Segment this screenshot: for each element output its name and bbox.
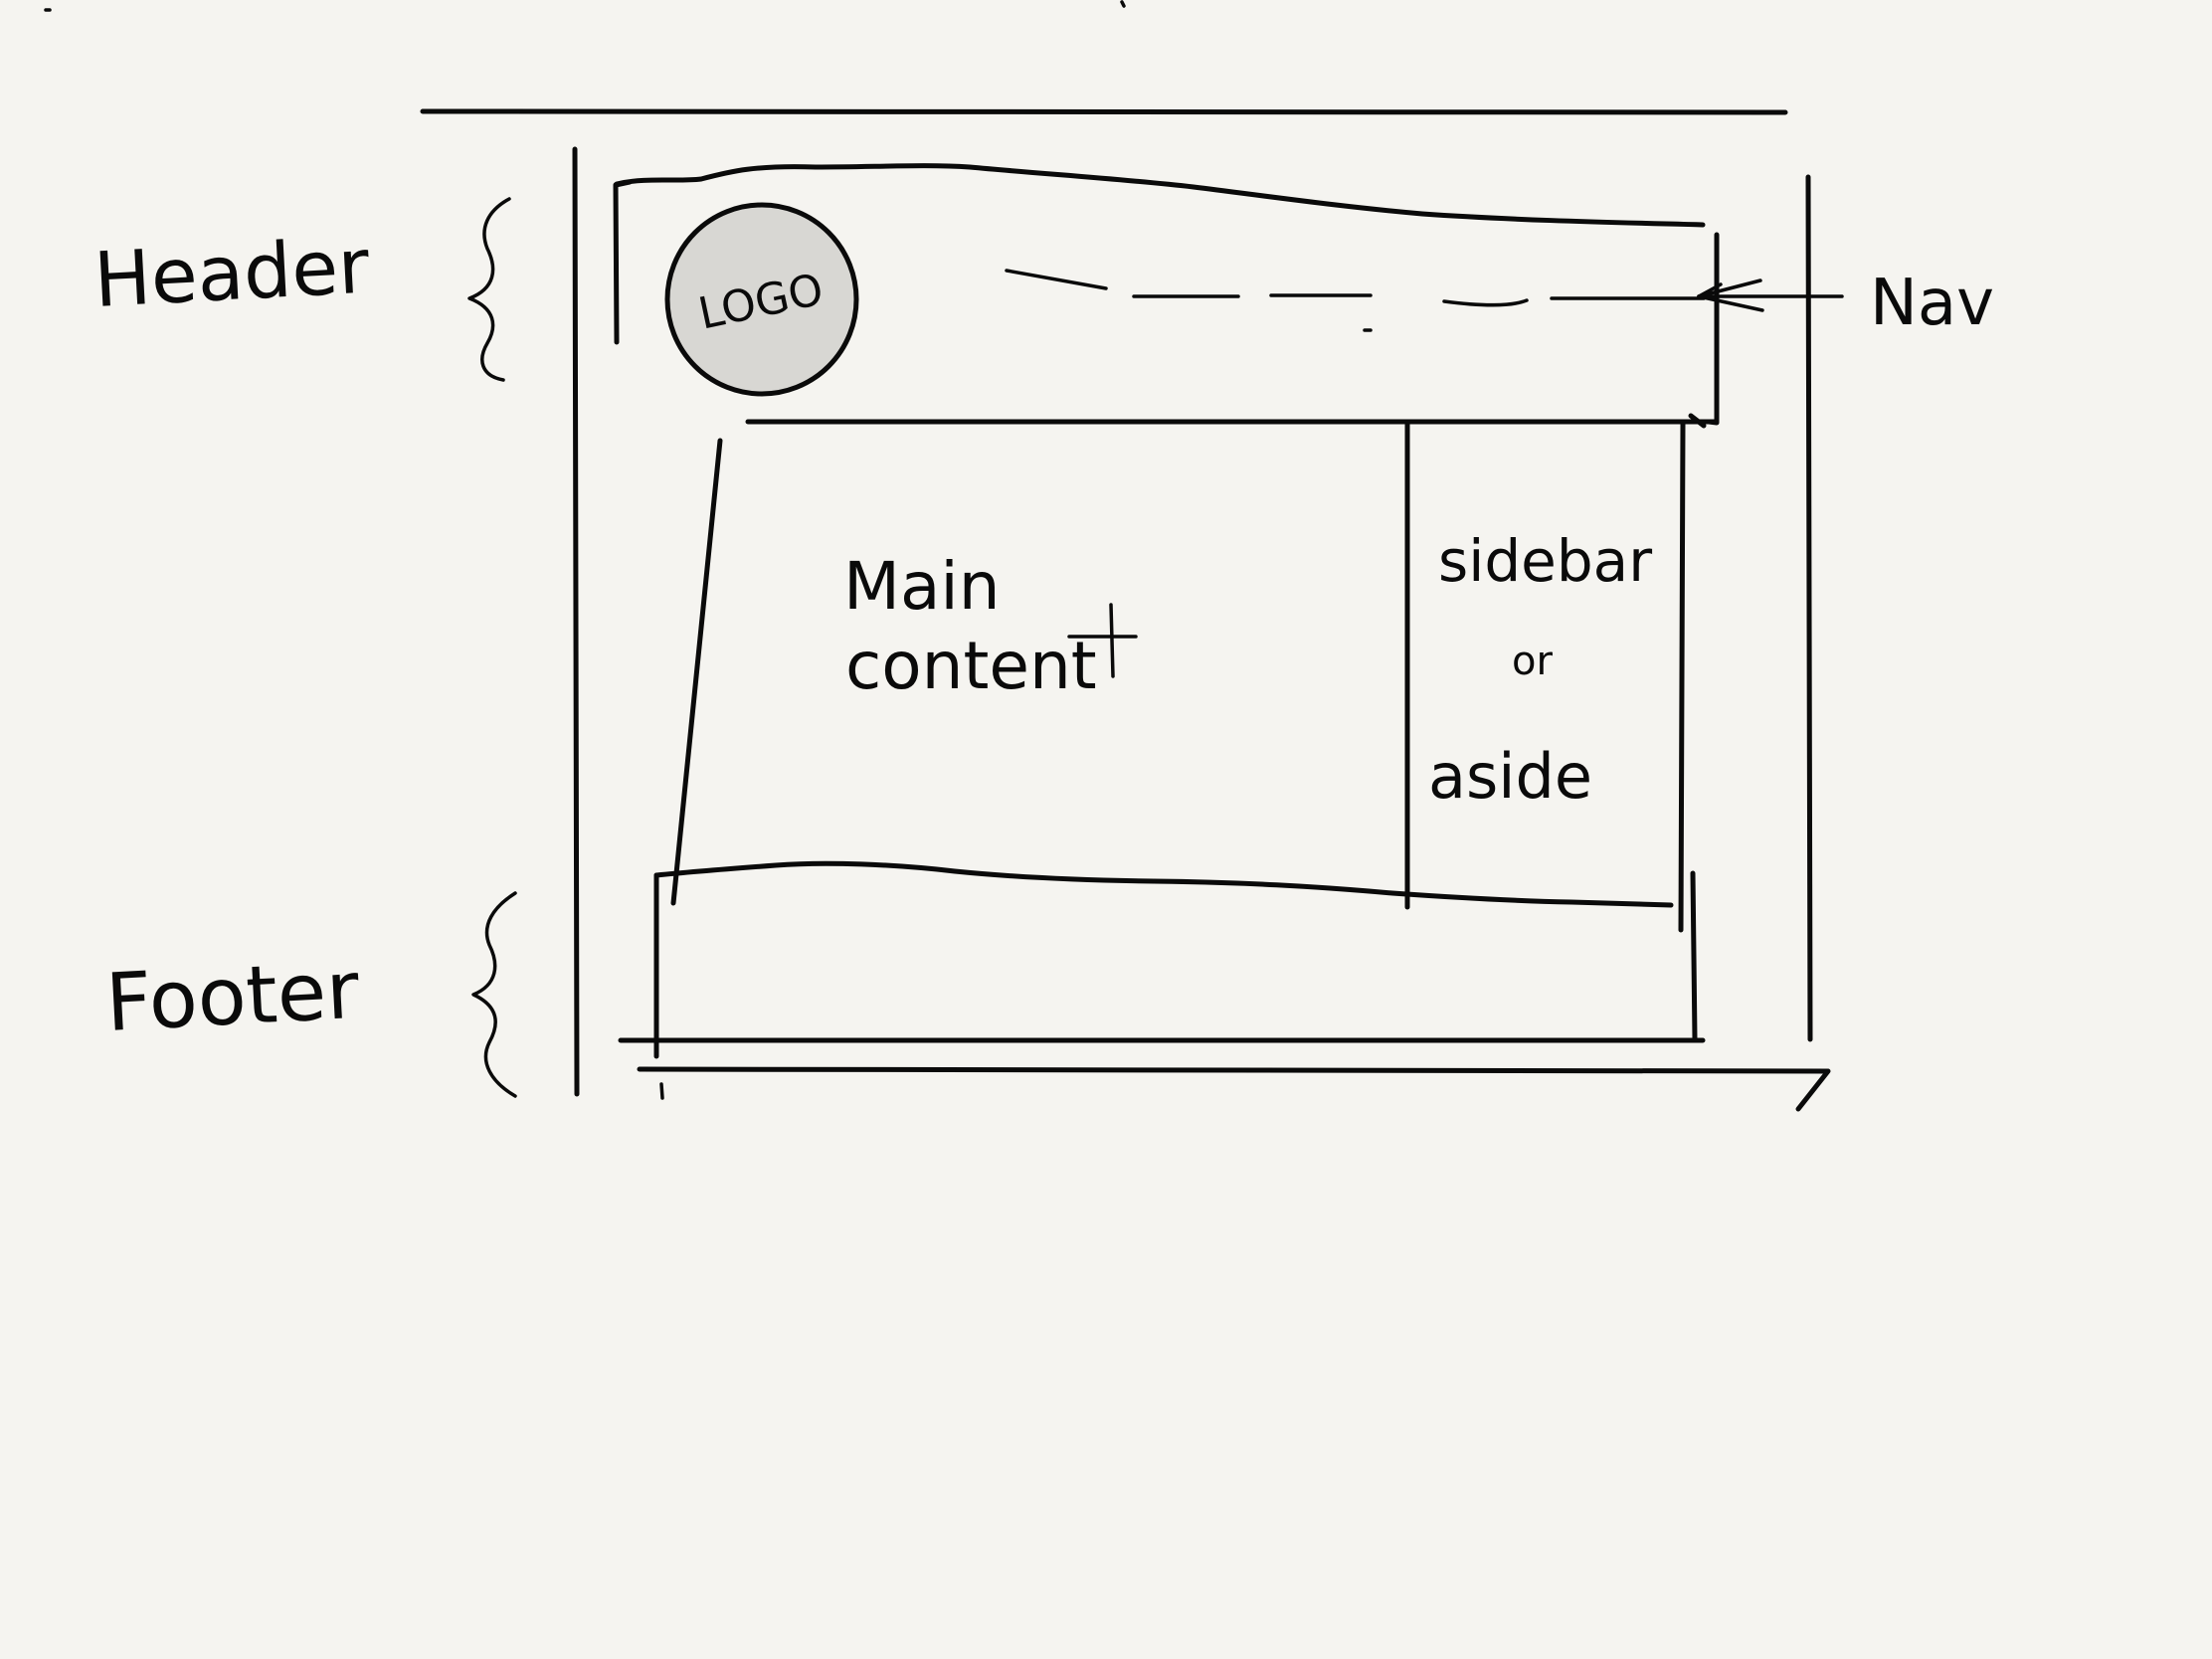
sidebar-label-line2: or [1512, 639, 1553, 684]
sidebar-region: sidebar or aside [1428, 527, 1652, 813]
sidebar-label-line1: sidebar [1438, 527, 1652, 595]
main-label-line1: Main [843, 548, 1001, 625]
main-content-region: Main content [670, 420, 1686, 933]
footer-region [618, 860, 1706, 1059]
main-label-line2: content [845, 628, 1097, 704]
nav-placeholder [1005, 269, 1706, 332]
header-brace [467, 197, 511, 382]
nav-annotation: Nav [1870, 267, 1994, 340]
nav-arrow [1697, 278, 1844, 312]
footer-brace [471, 891, 517, 1098]
page-frame [420, 108, 1831, 1112]
sidebar-label-line3: aside [1428, 740, 1592, 813]
logo: LOGO [664, 202, 859, 397]
footer-annotation: Footer [103, 944, 361, 1049]
stray-marks [44, 0, 1126, 12]
header-annotation: Header [92, 222, 372, 324]
